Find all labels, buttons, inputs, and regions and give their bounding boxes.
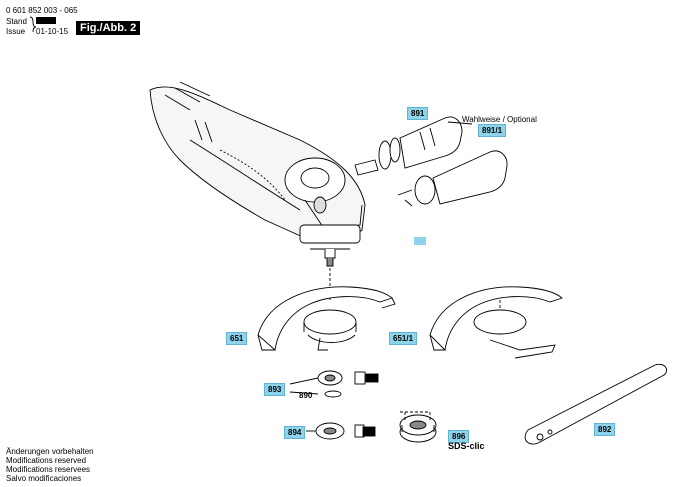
footer-line: Modifications reservees [6, 465, 91, 474]
sds-clic-label: SDS-clic [448, 441, 485, 451]
callout-651: 651 [226, 332, 248, 345]
footer-line: Änderungen vorbehalten [6, 447, 94, 456]
issue-label: Issue [6, 27, 26, 36]
sds-nut-896 [399, 411, 437, 443]
callout-896: 896 [448, 430, 470, 443]
part-number: 0 601 852 003 - 065 [6, 6, 78, 15]
guard-651 [257, 286, 396, 351]
angle-grinder [149, 81, 366, 300]
footer-notes: Änderungen vorbehalten Modifications res… [6, 447, 94, 483]
clamping-nut-894 [306, 422, 376, 440]
callout-894: 894 [284, 426, 306, 439]
side-handle-891 [354, 116, 463, 176]
footer-line: Modifications reserved [6, 456, 87, 465]
footer-line: Salvo modificaciones [6, 474, 82, 483]
optional-note: Wahlweise / Optional [462, 115, 537, 124]
stand-label: Stand [6, 17, 27, 26]
callout-893: 893 [264, 383, 286, 396]
callout-892: 892 [594, 423, 616, 436]
callout-651-1: 651/1 [389, 332, 418, 345]
callout-890: 890 [299, 391, 313, 400]
spanner-892 [524, 363, 667, 445]
callout-891-1: 891/1 [478, 124, 507, 137]
figure-label: Fig./Abb. 2 [76, 21, 141, 35]
flange-893 [289, 370, 379, 398]
guard-651-1 [429, 286, 563, 359]
side-handle-891-1 [397, 150, 508, 207]
issue-value: 01-10-15 [36, 27, 69, 36]
callout-891: 891 [407, 107, 429, 120]
